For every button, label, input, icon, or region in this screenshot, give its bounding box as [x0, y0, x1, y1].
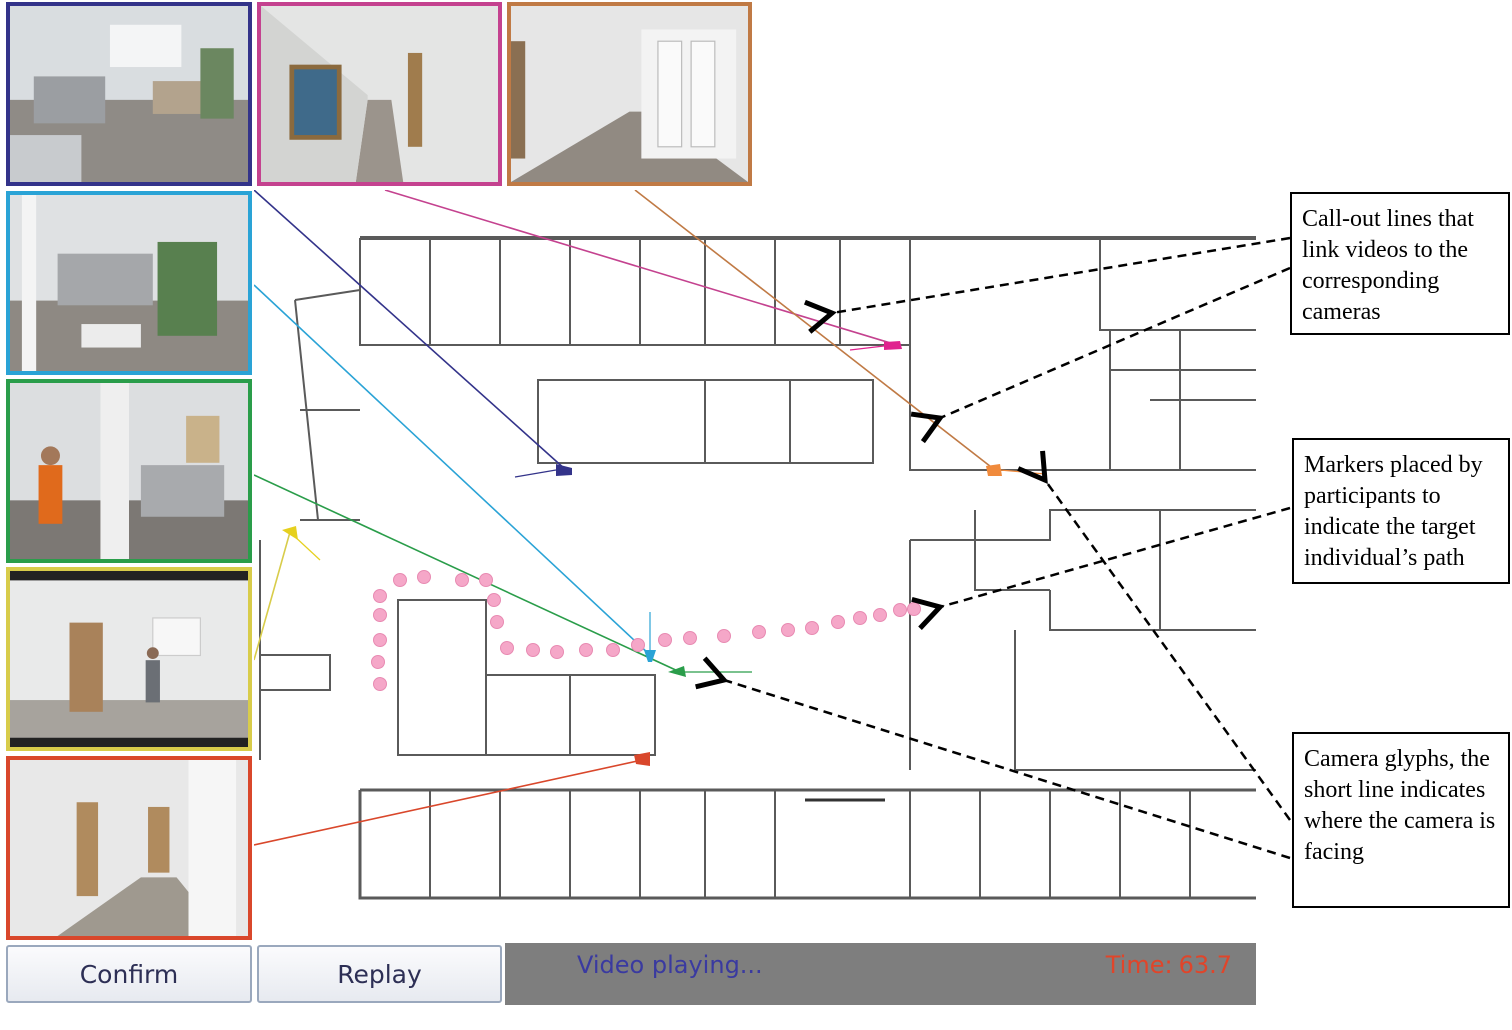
- time-readout: Time:63.7: [1106, 951, 1232, 979]
- time-label: Time:: [1105, 951, 1173, 979]
- path-marker-icon[interactable]: [873, 608, 887, 622]
- cubicle-scene-icon: [10, 195, 248, 371]
- path-marker-icon[interactable]: [781, 623, 795, 637]
- confirm-button[interactable]: Confirm: [6, 945, 252, 1003]
- video-status: Video playing...: [577, 951, 763, 979]
- path-marker-icon[interactable]: [526, 643, 540, 657]
- path-marker-icon[interactable]: [658, 633, 672, 647]
- confirm-button-label: Confirm: [79, 959, 179, 989]
- path-marker-icon[interactable]: [631, 638, 645, 652]
- callout-glyphs-text: Camera glyphs, the short line indicates …: [1304, 746, 1496, 865]
- path-marker-icon[interactable]: [479, 573, 493, 587]
- video-thumbnail-1[interactable]: [6, 2, 252, 186]
- path-marker-icon[interactable]: [606, 643, 620, 657]
- hallway-scene-icon: [261, 6, 498, 182]
- path-marker-icon[interactable]: [455, 573, 469, 587]
- corridor-scene-icon: [511, 6, 748, 182]
- path-marker-icon[interactable]: [579, 643, 593, 657]
- path-marker-icon[interactable]: [373, 633, 387, 647]
- callout-markers-box: Markers placed by participants to indica…: [1292, 438, 1510, 584]
- path-marker-icon[interactable]: [752, 625, 766, 639]
- path-marker-icon[interactable]: [717, 629, 731, 643]
- callout-markers-text: Markers placed by participants to indica…: [1304, 452, 1483, 571]
- floor-plan-map[interactable]: [254, 190, 1258, 902]
- replay-button[interactable]: Replay: [257, 945, 502, 1003]
- video-thumbnail-7[interactable]: [6, 756, 252, 940]
- office-scene-icon: [10, 6, 248, 182]
- path-marker-icon[interactable]: [373, 589, 387, 603]
- video-thumbnail-6[interactable]: [6, 567, 252, 751]
- callout-glyphs-box: Camera glyphs, the short line indicates …: [1292, 732, 1510, 908]
- path-marker-icon[interactable]: [550, 645, 564, 659]
- callout-lines-box: Call-out lines that link videos to the c…: [1290, 192, 1510, 335]
- path-marker-icon[interactable]: [831, 615, 845, 629]
- path-marker-icon[interactable]: [490, 615, 504, 629]
- path-marker-icon[interactable]: [853, 611, 867, 625]
- status-bar: Video playing... Time:63.7: [505, 943, 1256, 1005]
- camera-glyph-icon: [282, 341, 1046, 766]
- path-marker-icon[interactable]: [487, 593, 501, 607]
- path-marker-icon[interactable]: [500, 641, 514, 655]
- replay-button-label: Replay: [337, 959, 422, 989]
- video-thumbnail-3[interactable]: [507, 2, 752, 186]
- video-thumbnail-4[interactable]: [6, 191, 252, 375]
- callout-lines-text: Call-out lines that link videos to the c…: [1302, 206, 1474, 325]
- hall-end-scene-icon: [10, 760, 248, 936]
- video-thumbnail-2[interactable]: [257, 2, 502, 186]
- path-marker-icon[interactable]: [683, 631, 697, 645]
- path-marker-icon[interactable]: [371, 655, 385, 669]
- path-marker-icon[interactable]: [393, 573, 407, 587]
- path-marker-icon[interactable]: [893, 603, 907, 617]
- room-scene-icon: [10, 571, 248, 747]
- path-marker-icon[interactable]: [417, 570, 431, 584]
- path-marker-icon[interactable]: [373, 677, 387, 691]
- path-marker-icon[interactable]: [805, 621, 819, 635]
- workspace-scene-icon: [10, 383, 248, 559]
- video-thumbnail-5[interactable]: [6, 379, 252, 563]
- path-marker-icon[interactable]: [373, 608, 387, 622]
- time-value: 63.7: [1178, 951, 1232, 979]
